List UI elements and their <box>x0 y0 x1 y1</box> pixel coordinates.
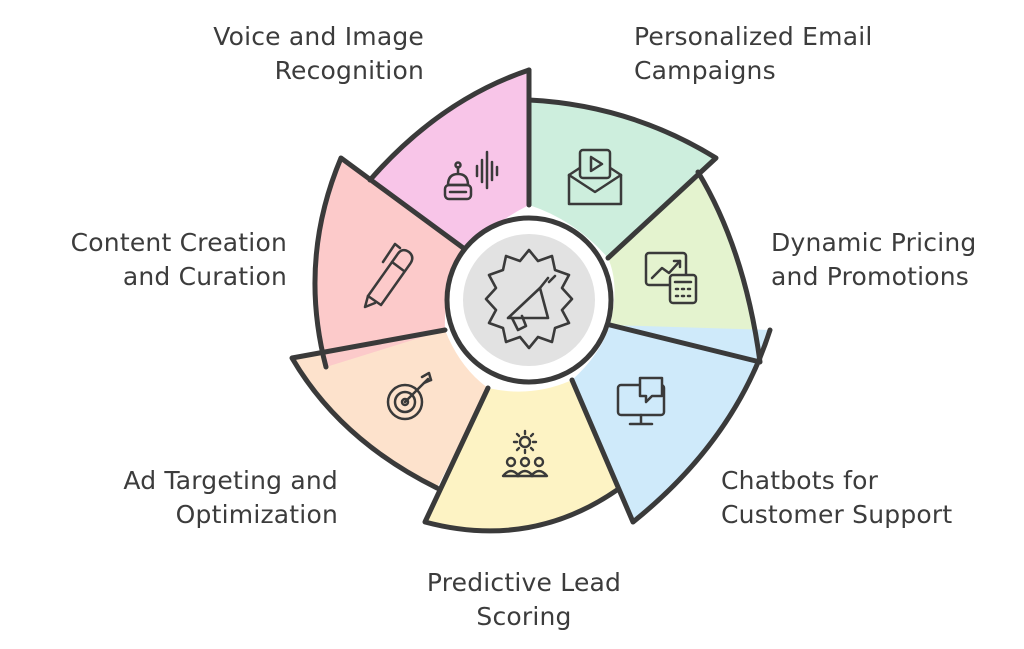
label-dynamic-pricing-promotions: Dynamic Pricing and Promotions <box>771 228 977 291</box>
megaphone-gear-icon <box>484 248 574 350</box>
segment-voice <box>370 70 529 250</box>
pen-icon <box>363 242 414 309</box>
label-voice-image-recognition: Voice and Image Recognition <box>213 22 424 85</box>
segment-chatbots <box>572 325 770 522</box>
target-arrow-icon <box>386 371 433 421</box>
monitor-chat-icon <box>616 376 666 426</box>
gear-people-icon <box>501 429 549 478</box>
segment-email <box>529 100 716 258</box>
email-video-icon <box>567 148 623 206</box>
label-personalized-email-campaigns: Personalized Email Campaigns <box>634 22 873 85</box>
segment-leads <box>425 380 617 531</box>
label-content-creation-curation: Content Creation and Curation <box>70 228 287 291</box>
label-predictive-lead-scoring: Predictive Lead Scoring <box>426 568 622 631</box>
robot-soundwave-icon <box>443 150 499 201</box>
chart-calculator-icon <box>644 251 698 305</box>
label-ad-targeting-optimization: Ad Targeting and Optimization <box>123 466 338 529</box>
segment-outlines <box>289 67 773 534</box>
label-chatbots-customer-support: Chatbots for Customer Support <box>721 466 953 529</box>
